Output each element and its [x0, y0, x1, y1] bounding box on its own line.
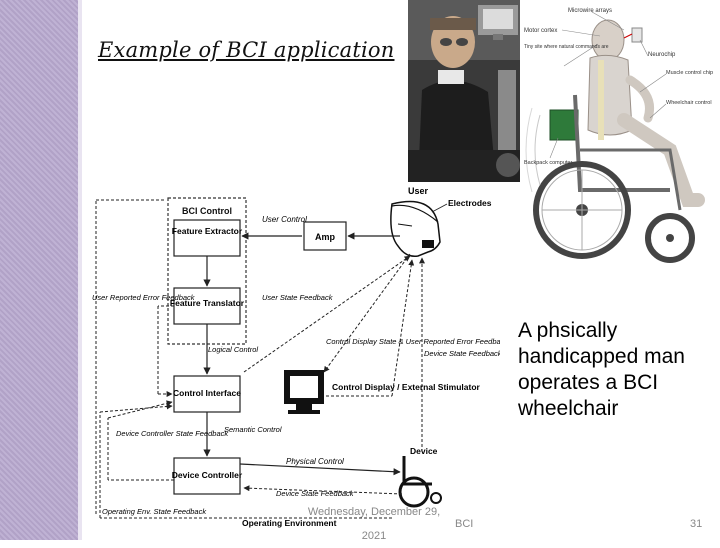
electrodes-label: Electrodes — [448, 198, 492, 208]
user-label: User — [408, 186, 429, 196]
device-label: Device — [410, 446, 438, 456]
label-motor-cortex: Motor cortex — [524, 28, 557, 34]
device-controller-label: Device Controller — [172, 470, 243, 480]
sidebar-decoration — [0, 0, 78, 540]
operating-environment-label: Operating Environment — [242, 518, 337, 528]
label-tiny-site: Tiny site where natural commands are — [524, 44, 609, 50]
user-state-feedback-label: User State Feedback — [262, 293, 334, 302]
device-wheelchair-icon — [398, 456, 442, 508]
operating-env-feedback-label: Operating Env. State Feedback — [102, 507, 207, 516]
footer-page-number: 31 — [690, 518, 703, 530]
label-backpack: Backpack computer — [524, 160, 572, 166]
control-display-state-label: Control Display State & User Reported Er… — [326, 337, 500, 346]
control-interface-label: Control Interface — [173, 388, 241, 398]
label-muscle-chip: Muscle control chip — [666, 70, 713, 76]
user-head-icon — [390, 200, 441, 258]
hawking-photo — [408, 0, 522, 182]
amp-label: Amp — [315, 232, 336, 242]
label-wheelchair-control: Wheelchair control — [666, 100, 712, 106]
logical-control-label: Logical Control — [208, 345, 258, 354]
wheelchair-illustration: Microwire arrays Motor cortex Tiny site … — [520, 0, 720, 268]
label-microwire: Microwire arrays — [568, 8, 612, 14]
sidebar-edge — [78, 0, 82, 540]
footer-name: BCI — [455, 518, 474, 530]
physical-control-label: Physical Control — [286, 457, 344, 466]
monitor-icon — [284, 370, 324, 414]
feature-extractor-label: Feature Extractor — [172, 226, 243, 236]
slide-title: Example of BCI application — [98, 38, 395, 62]
control-interface-box — [173, 375, 241, 413]
bci-block-diagram: BCI Control Feature Extractor Feature Tr… — [92, 186, 500, 528]
feature-translator-label: Feature Translator — [170, 298, 245, 308]
user-reported-error-label: User Reported Error Feedback — [92, 293, 196, 302]
device-state-feedback-bottom-label: Device State Feedback — [276, 489, 355, 498]
label-neurochip: Neurochip — [648, 52, 676, 58]
bci-control-label: BCI Control — [182, 206, 232, 216]
semantic-control-label: Semantic Control — [224, 425, 282, 434]
user-control-label: User Control — [262, 215, 307, 224]
device-controller-state-label: Device Controller State Feedback — [116, 429, 229, 438]
amp-box — [303, 221, 347, 251]
device-controller-box — [173, 457, 241, 495]
device-state-feedback-label: Device State Feedback — [424, 349, 500, 358]
control-display-label: Control Display / External Stimulator — [332, 382, 481, 392]
slide-caption: A phsically handicapped man operates a B… — [518, 319, 685, 420]
footer-date: Wednesday, December 29, 2021 — [307, 506, 441, 542]
